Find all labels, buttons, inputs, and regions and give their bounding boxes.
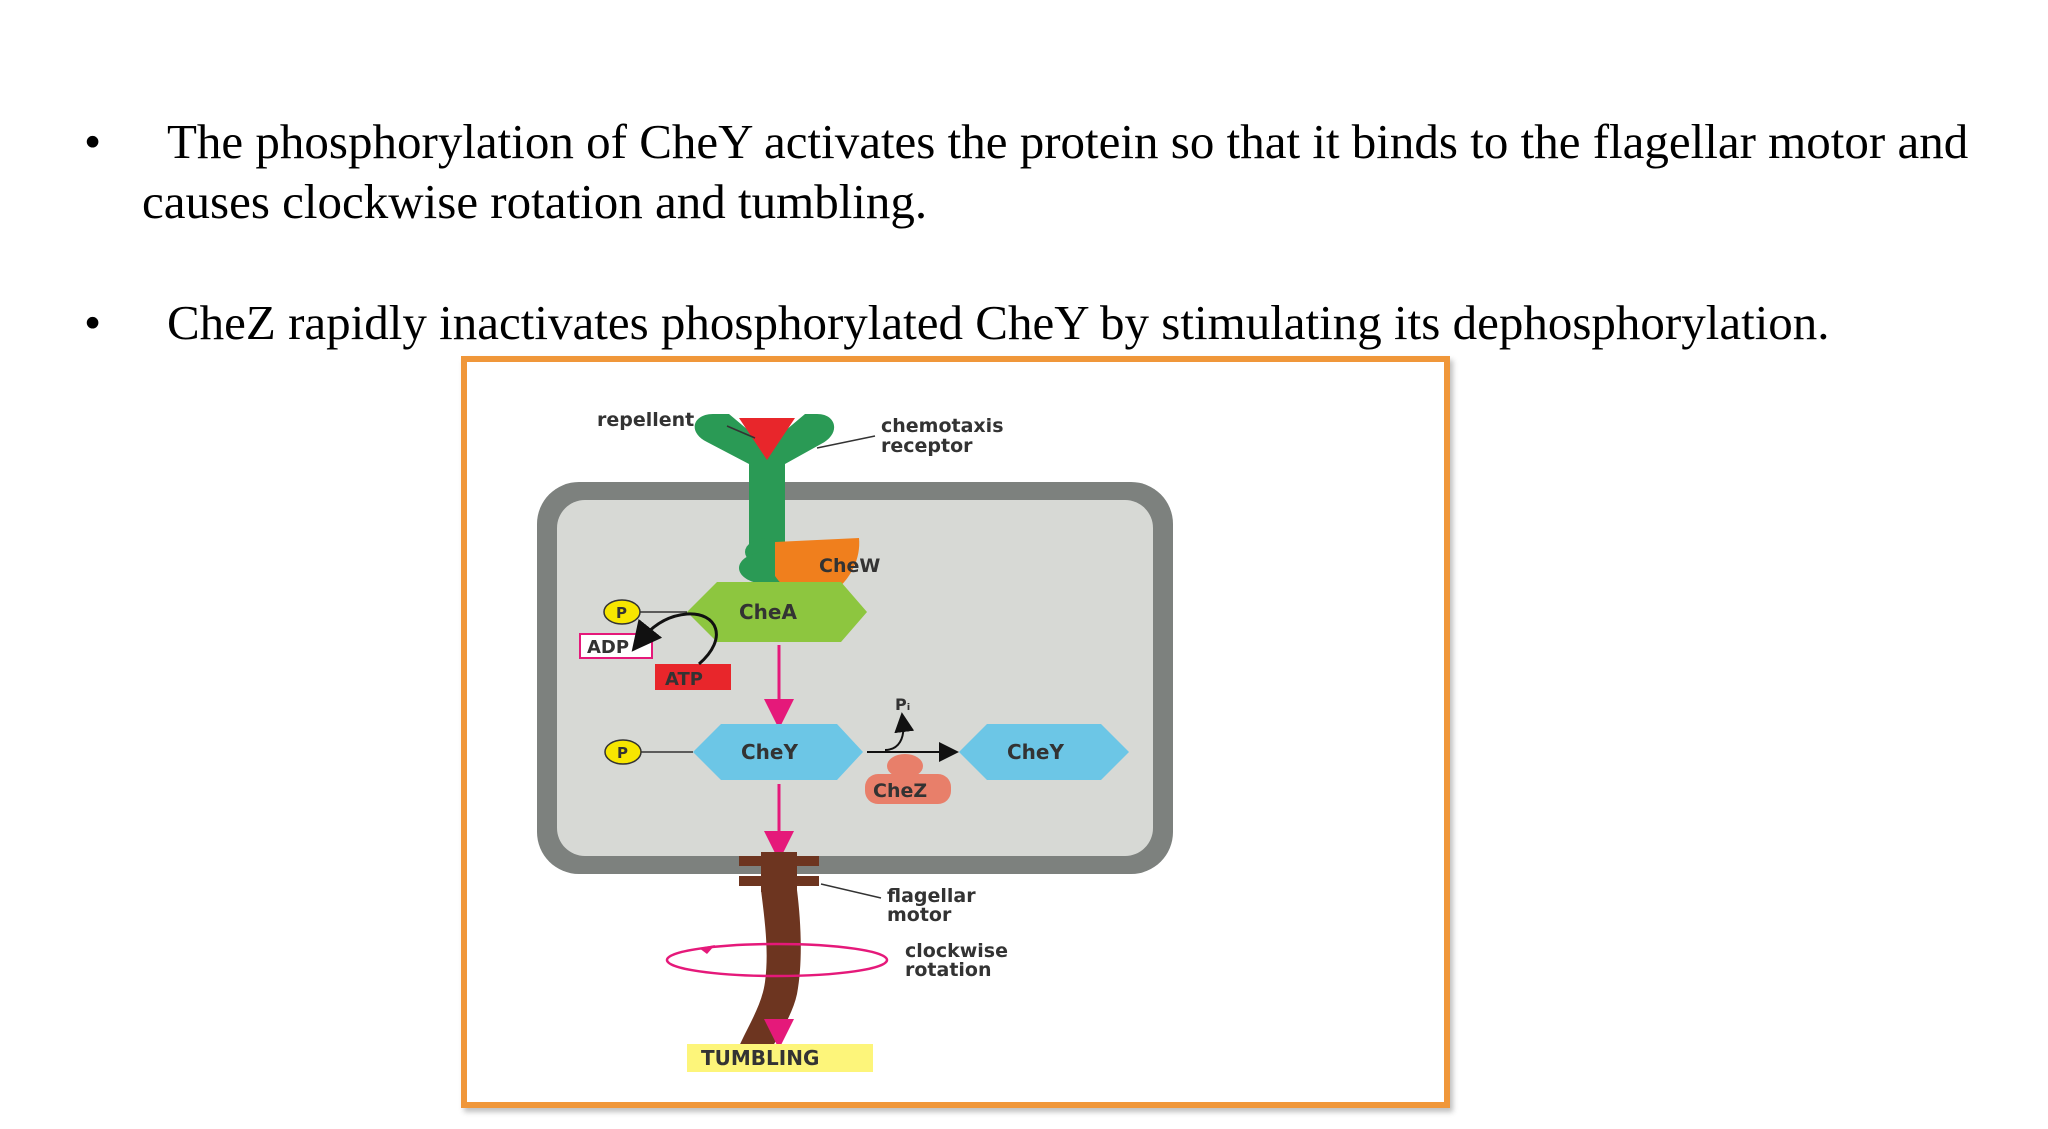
receptor-pointer	[816, 435, 876, 449]
chemotaxis-diagram-frame: repellent chemotaxis receptor CheW CheA …	[461, 356, 1450, 1108]
bullet-text: The phosphorylation of CheY activates th…	[142, 114, 1969, 229]
rotation-label-line1: clockwise	[905, 940, 1008, 962]
bullet-dot: •	[84, 295, 102, 350]
pi-release-arrow	[884, 712, 915, 751]
atp-box	[655, 664, 731, 690]
phosphate-label: P	[616, 604, 627, 622]
adp-label: ADP	[587, 637, 629, 658]
rotation-label-line2: rotation	[905, 959, 992, 981]
phosphate-icon	[603, 599, 641, 625]
bullet-dot: •	[84, 114, 102, 169]
motor-label-line2: motor	[887, 904, 952, 926]
receptor-label-line1: chemotaxis	[881, 415, 1004, 437]
repellent-icon	[739, 418, 795, 460]
atp-to-adp-arrow	[631, 612, 718, 666]
chey-inactive-label: CheY	[1007, 740, 1064, 764]
phosphate-icon-chey	[604, 739, 642, 765]
receptor-label-line2: receptor	[881, 435, 973, 457]
chey-phospho-icon	[693, 724, 863, 780]
bullet-text: CheZ rapidly inactivates phosphorylated …	[167, 295, 1830, 350]
chey-label: CheY	[741, 740, 798, 764]
repellent-label: repellent	[597, 409, 694, 431]
motor-pointer	[820, 883, 882, 899]
chey-icon	[959, 724, 1129, 780]
chemotaxis-diagram: repellent chemotaxis receptor CheW CheA …	[537, 409, 1173, 1072]
chez-icon	[865, 754, 951, 804]
tumbling-label: TUMBLING	[701, 1046, 819, 1070]
repellent-pointer	[726, 425, 756, 439]
phosphate-label-chey: P	[617, 744, 628, 762]
motor-label-line1: flagellar	[887, 885, 976, 907]
tumbling-box	[687, 1044, 873, 1072]
chea-label: CheA	[739, 600, 797, 624]
chea-icon	[687, 582, 867, 642]
chez-label: CheZ	[873, 780, 927, 802]
rotation-arrowhead-icon	[699, 945, 715, 954]
pi-label: Pᵢ	[895, 695, 910, 714]
chew-label: CheW	[819, 555, 880, 577]
atp-label: ATP	[665, 669, 703, 690]
clockwise-rotation-icon	[665, 942, 889, 978]
flagellar-motor-icon	[739, 852, 819, 892]
